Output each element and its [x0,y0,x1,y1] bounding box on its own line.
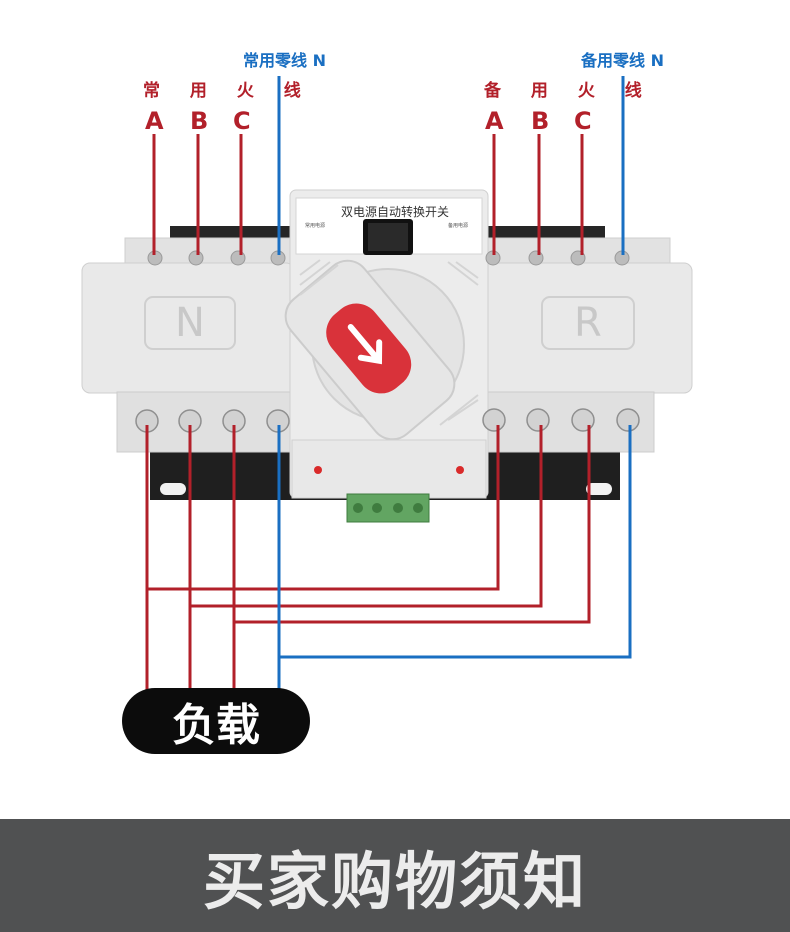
right-module-badge [541,296,635,350]
manual-label: 手动 [424,236,440,245]
rail-slot-left [160,483,186,495]
vent-lines [299,259,479,426]
left-module-badge [144,296,236,350]
normal-phase-a-label: A [145,107,164,135]
normal-power-indicator-label: 常用电源 [305,223,326,229]
normal-live-wires [152,134,243,255]
output-live-wires [145,425,591,690]
normal-live-label: 常 用 火 线 [143,81,313,101]
backup-power-indicator-label: 备用电源 [448,223,469,229]
load-label: 负载 [122,688,310,754]
backup-live-label: 备 用 火 线 [484,81,654,101]
footer-title: 买家购物须知 [202,844,587,918]
left-module-letter: N [175,300,205,346]
backup-neutral-label: 备用零线 N [581,51,664,70]
output-neutral-wire [277,425,632,690]
rail-slot-right [586,483,612,495]
normal-phase-b-label: B [190,107,209,135]
right-module-letter: R [574,300,602,346]
wiring-diagram [81,76,693,690]
indicator-led-left [314,466,322,474]
lower-housing [291,439,487,499]
switch-handle [284,259,456,441]
rocker-face [368,223,408,251]
backup-phase-b-label: B [531,107,550,135]
normal-neutral-label: 常用零线 N [243,51,326,70]
bottom-screws [135,408,640,433]
signal-terminal-screws [353,503,423,513]
indicator-led-right [456,466,464,474]
panel-title: 双电源自动转换开关 [340,205,449,219]
backup-live-wires [492,134,584,255]
footer-banner: 买家购物须知 [0,819,790,932]
normal-phase-c-label: C [233,107,251,135]
auto-label: 自动 [332,236,348,245]
backup-phase-a-label: A [485,107,504,135]
backup-phase-c-label: C [574,107,592,135]
